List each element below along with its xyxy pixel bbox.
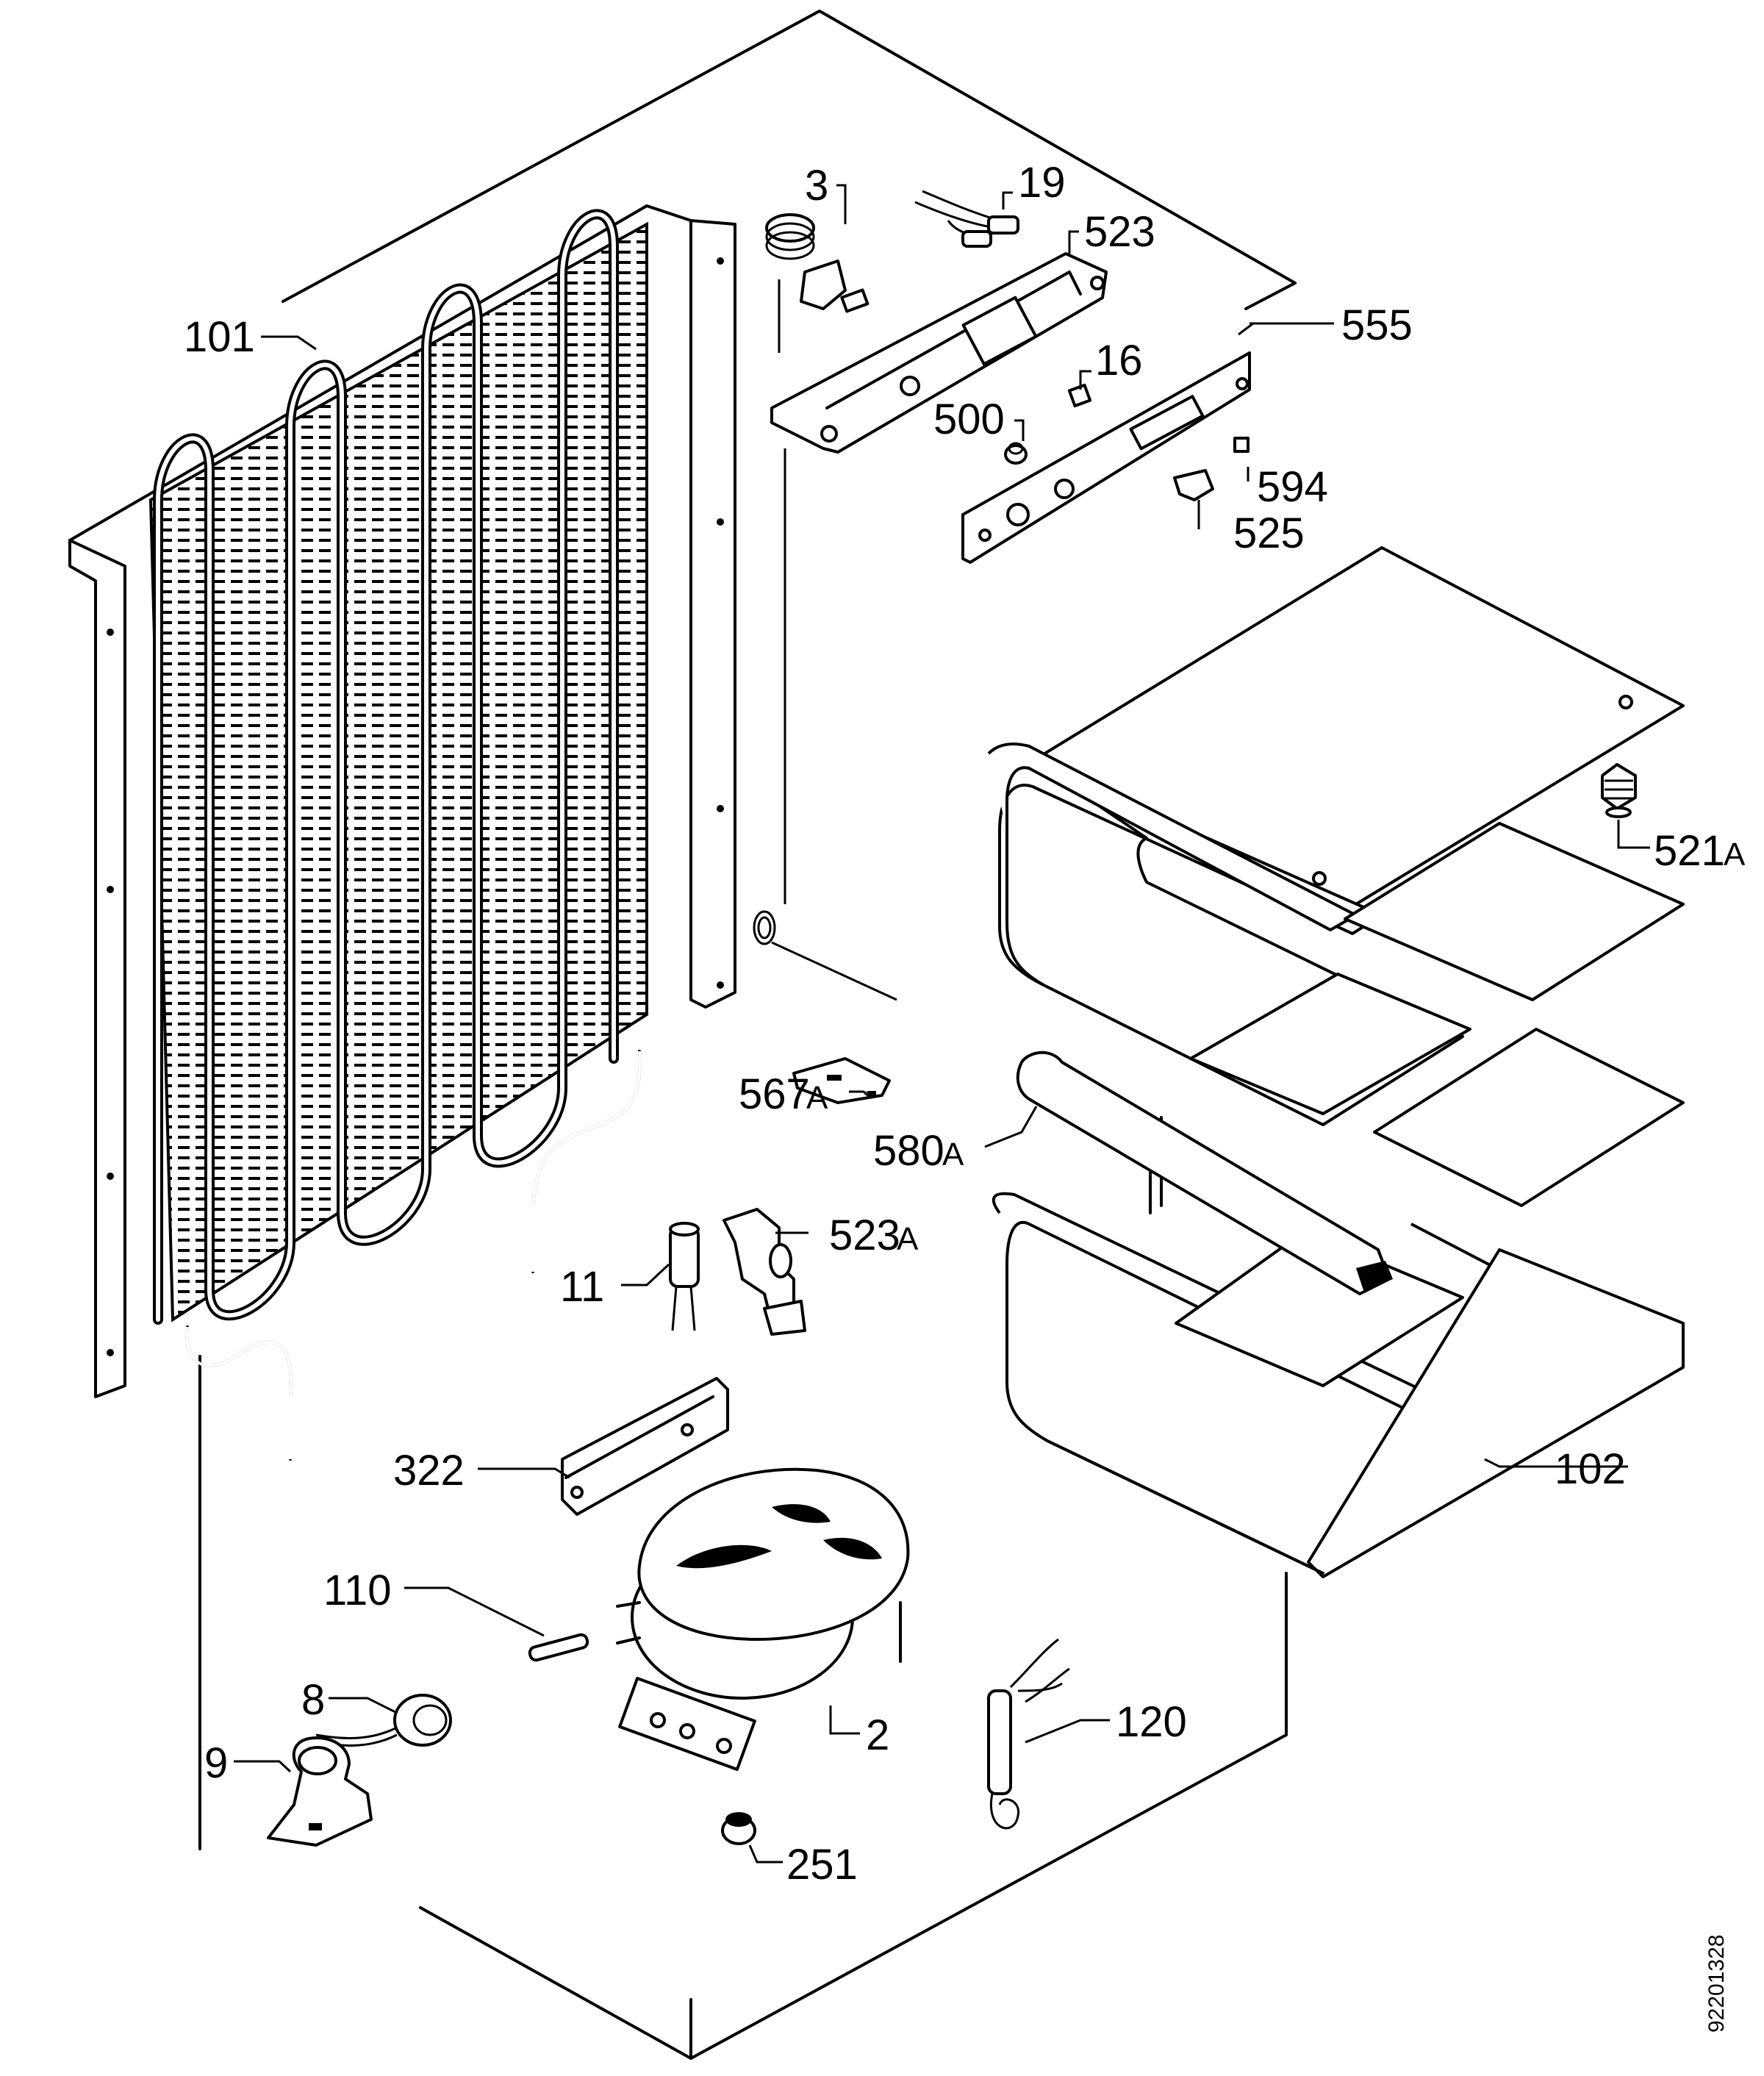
bracket-523a: [723, 1208, 806, 1336]
compressor-2: [616, 1467, 910, 1771]
label-500: 500: [933, 395, 1005, 443]
svg-text:521: 521: [1654, 827, 1725, 875]
label-110: 110: [323, 1567, 391, 1614]
label-3: 3: [805, 162, 828, 210]
label-523a: 523 A: [829, 1211, 919, 1259]
label-525: 525: [1233, 509, 1305, 557]
wire-assembly-19: [914, 190, 1019, 248]
overload-8: [315, 1694, 452, 1747]
label-594: 594: [1257, 463, 1328, 511]
label-101: 101: [184, 313, 255, 361]
guide-rail-580a: [1016, 1050, 1393, 1295]
svg-text:580: 580: [873, 1127, 944, 1175]
label-9: 9: [204, 1739, 228, 1787]
label-580a: 580 A: [873, 1127, 964, 1175]
label-523: 523: [1084, 208, 1155, 256]
bracket-322: [561, 1377, 729, 1516]
part-16: [1067, 383, 1092, 408]
bracket-9: [267, 1736, 373, 1847]
document-number: 92201328: [1704, 1935, 1729, 2033]
svg-text:567: 567: [739, 1070, 810, 1118]
svg-text:A: A: [806, 1080, 828, 1116]
condenser-101: [68, 204, 736, 1461]
svg-text:A: A: [942, 1137, 964, 1173]
callout-leaders: [234, 184, 1650, 1864]
label-11: 11: [560, 1263, 604, 1311]
label-251: 251: [786, 1841, 858, 1889]
relay-11: [669, 1222, 700, 1331]
callout-labels: 101 3 19 523 555 16 500 594 525 521 A 56…: [184, 159, 1746, 1889]
svg-text:A: A: [1724, 837, 1746, 873]
fastener-521a: [1601, 763, 1637, 818]
label-521a: 521 A: [1654, 827, 1746, 875]
label-567a: 567 A: [739, 1070, 828, 1118]
label-2: 2: [866, 1711, 889, 1759]
svg-text:523: 523: [829, 1211, 900, 1259]
part-500: [1004, 442, 1028, 465]
label-120: 120: [1116, 1698, 1187, 1746]
panel-555: [961, 351, 1251, 564]
part-525: [1173, 469, 1214, 501]
label-322: 322: [393, 1447, 465, 1495]
pin-110: [528, 1633, 589, 1662]
label-19: 19: [1018, 159, 1066, 207]
label-8: 8: [301, 1676, 325, 1724]
label-555: 555: [1341, 301, 1413, 349]
bracket-523: [770, 252, 1108, 454]
thermostat-3: [765, 213, 870, 353]
svg-text:A: A: [897, 1221, 919, 1257]
capillary-tube: [753, 448, 897, 1001]
grommet-251: [721, 1812, 756, 1845]
duct-assembly-102: [987, 546, 1685, 1578]
label-16: 16: [1095, 337, 1143, 384]
heater-120: [987, 1638, 1070, 1830]
frame-outline: [198, 10, 1297, 2060]
part-594: [1233, 437, 1250, 453]
label-102: 102: [1555, 1445, 1626, 1493]
